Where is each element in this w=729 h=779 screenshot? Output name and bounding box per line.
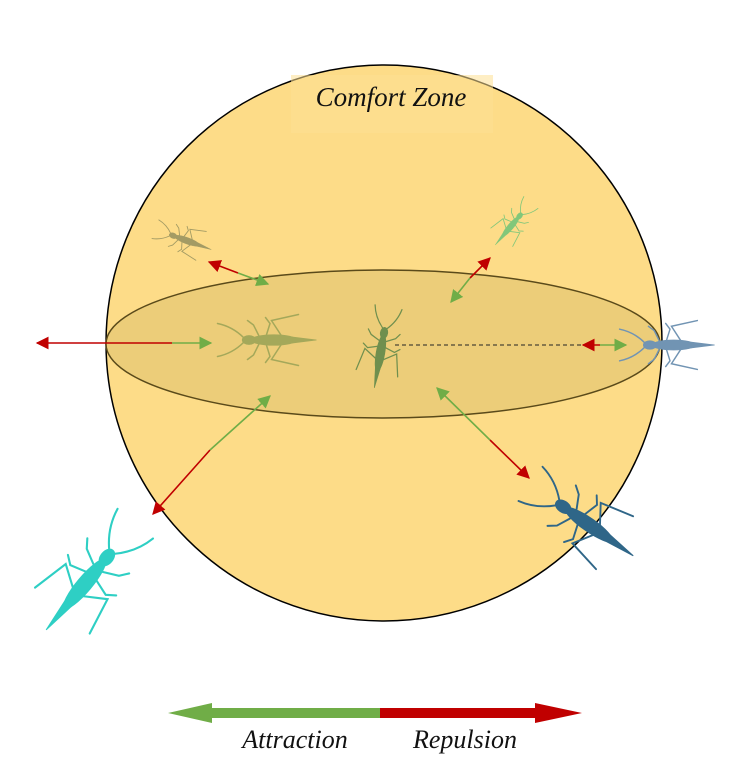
arrow-bottom-left-attraction — [209, 395, 271, 451]
arrow-top-left-repulsion — [207, 260, 239, 274]
arrow-top-left-attraction — [237, 272, 270, 287]
legend-repulsion-bar — [380, 703, 582, 723]
legend-arrow — [168, 703, 582, 723]
arrow-top-right-attraction — [450, 277, 471, 304]
legend-attraction-bar — [168, 703, 380, 723]
arrow-bottom-left-repulsion — [152, 449, 211, 515]
page-title: Comfort Zone — [316, 82, 467, 112]
arrow-bottom-right-repulsion — [489, 439, 530, 479]
arrow-bottom-right-attraction — [436, 387, 491, 441]
legend-repulsion-label: Repulsion — [412, 725, 517, 754]
insect-bottom-left — [17, 499, 164, 654]
legend-attraction-label: Attraction — [240, 725, 347, 754]
title-box — [291, 75, 493, 133]
arrow-top-right-repulsion — [469, 257, 491, 279]
